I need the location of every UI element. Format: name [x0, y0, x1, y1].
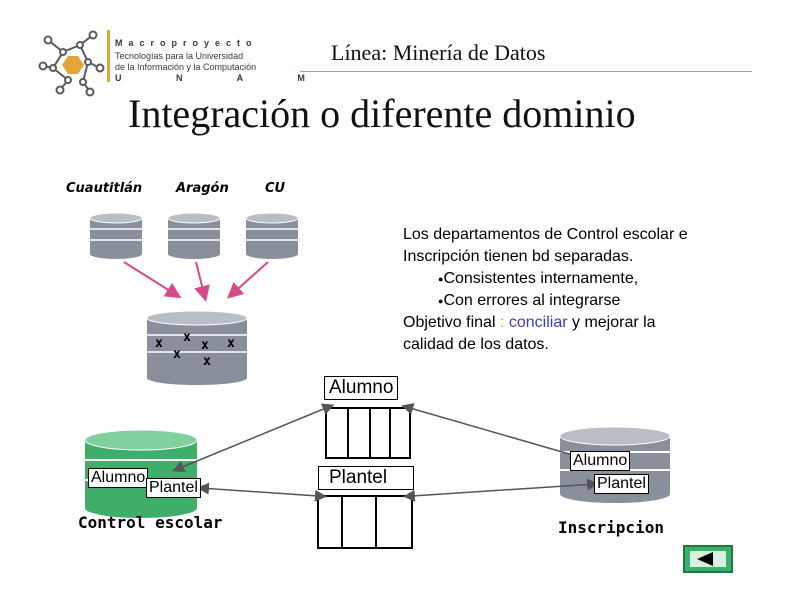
db-cu-icon	[245, 212, 299, 259]
arrow-alumno-right	[401, 403, 593, 464]
merged-mark: x	[183, 330, 191, 345]
db-cuautitlan-icon	[89, 212, 143, 259]
logo-line4: U N A M	[115, 73, 311, 83]
campus-label-cuautitlan: Cuautitlán	[66, 181, 143, 196]
merged-mark: x	[227, 336, 235, 351]
logo-icon	[38, 30, 105, 97]
campus-label-aragon: Aragón	[176, 181, 229, 196]
description-bullet2: ●Con errores al integrarse	[438, 292, 621, 310]
merged-mark: x	[173, 347, 181, 362]
inscripcion-db-label-plantel: Plantel	[594, 474, 649, 494]
control-db-label-alumno: Alumno	[88, 468, 149, 488]
db-merged-icon	[146, 310, 248, 385]
arrow-aragon	[194, 261, 210, 302]
schema-entity-plantel: Plantel	[318, 466, 414, 490]
logo-line2: Tecnologías para la Universidad	[115, 51, 244, 61]
schema-entity-alumno: Alumno	[324, 376, 399, 400]
arrow-alumno-left	[172, 403, 335, 473]
merged-mark: x	[203, 354, 211, 369]
logo-divider	[107, 30, 110, 82]
table-alumno-icon	[325, 407, 411, 459]
merged-mark: x	[201, 338, 209, 353]
header-title: Línea: Minería de Datos	[331, 40, 546, 65]
inscripcion-db-label-alumno: Alumno	[570, 451, 631, 471]
table-plantel-icon	[317, 495, 413, 549]
db-aragon-icon	[167, 212, 221, 259]
slide-title: Integración o diferente dominio	[128, 91, 636, 136]
control-db-caption: Control escolar	[78, 513, 223, 532]
campus-label-cu: CU	[265, 181, 286, 196]
arrow-cu	[227, 261, 269, 299]
description-objective: Objetivo final : conciliar y mejorar la	[403, 314, 656, 332]
back-button[interactable]	[684, 546, 732, 572]
description-line2: Inscripción tienen bd separadas.	[403, 248, 634, 265]
arrow-plantel-left	[197, 482, 327, 502]
header-rule	[300, 71, 752, 72]
logo-line1: Macroproyecto	[115, 38, 258, 48]
description-line1: Los departamentos de Control escolar e	[403, 226, 688, 243]
description-line-last: calidad de los datos.	[403, 336, 549, 354]
control-db-label-plantel: Plantel	[146, 478, 201, 498]
description-bullet1: ●Consistentes internamente,	[438, 270, 639, 288]
merged-db-marks: x x x x x x	[147, 330, 247, 370]
logo-line3: de la Información y la Computación	[115, 62, 257, 72]
arrow-cuautitlan	[123, 261, 182, 299]
back-button-icon	[683, 545, 733, 573]
description-text: Los departamentos de Control escolar e I…	[403, 224, 743, 356]
inscripcion-db-caption: Inscripcion	[558, 518, 664, 537]
merged-mark: x	[155, 336, 163, 351]
arrow-plantel-right	[403, 478, 599, 502]
